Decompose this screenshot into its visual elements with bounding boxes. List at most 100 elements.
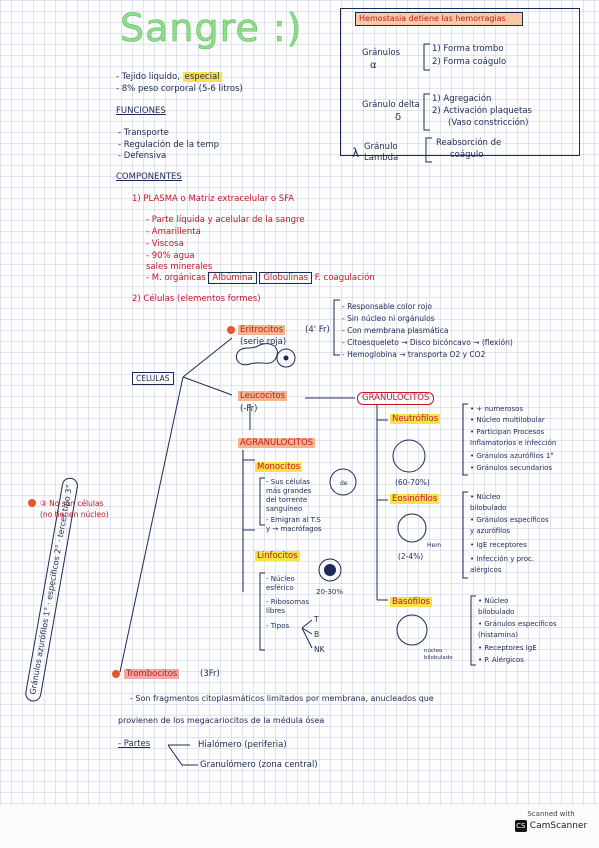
monocito-note: sanguíneo [266,505,303,513]
linfocito-tipo-t: T [314,615,319,624]
hemo-row-name: Gránulo delta [362,100,420,110]
plasma-item: sales minerales [146,262,213,272]
linfocito-note: - Núcleo [266,575,295,583]
camscanner-logo-icon: CS [514,820,527,832]
eritrocito-note: - Hemoglobina → transporta O2 y CO2 [342,350,486,359]
basofilo-note: • Receptores IgE [478,644,537,652]
eritrocitos-count: (4' Fr) [305,325,330,335]
eritrocito-note: - Sin núcleo ni orgánulos [342,314,435,323]
basofilo-note: • Núcleo [478,597,509,605]
linfocito-tipo-nk: NK [314,645,325,654]
hemo-row-greek: δ [395,112,402,123]
eritrocito-note: - Responsable color rojo [342,302,432,311]
monocito-note: - Sus células [266,478,310,486]
basofilo-note: (histamina) [478,631,519,639]
no-celulas-line-2: (no tienen núcleo) [40,510,109,519]
basofilo-note: • Gránulos específicos [478,620,557,628]
neutrofilo-note: • + numerosos [470,405,524,413]
eosinofilo-note: y azurófilos [470,527,511,535]
eosinofilos-label: Eosinófilos [390,494,440,504]
trombocitos-desc-2: provienen de los megacariocitos de la mé… [118,716,325,725]
neutrofilo-note: • Gránulos secundarios [470,464,553,472]
linfocito-note: libres [266,607,286,615]
eritrocitos-label: Eritrocitos [238,325,286,335]
hemo-row-item: 1) Forma trombo [432,44,504,54]
hemo-row-greek: α [370,60,377,71]
trombocitos-label: Trombocitos [124,669,180,679]
eritrocito-note: - Citoesqueleto → Disco bicóncavo → (fle… [342,338,513,347]
trombocitos-count: (3Fr) [200,669,220,679]
basofilo-note: • P. Alérgicos [478,656,524,664]
no-celulas-line-1: ③ No son células [40,499,104,508]
hemo-row-name: Gránulo Lambda [364,142,399,163]
celulas-heading: 2) Células (elementos formes) [132,294,261,304]
monocito-note: y → macrófagos [266,525,322,533]
hemo-row-item: 2) Forma coágulo [432,57,507,67]
connector-lines [28,43,476,766]
celulas-root-box: CELULAS [132,372,174,385]
plasma-heading: 1) PLASMA o Matriz extracelular o SFA [132,194,295,204]
plasma-item: - Amarillenta [146,227,201,237]
neutrofilo-note: • Gránulos azurófilos 1° [470,452,554,460]
hemostasia-box [340,8,580,156]
eosinofilo-note: • Infección y proc. [470,555,535,563]
neutrofilo-note: • Núcleo multilobular [470,416,545,424]
hemo-row-item: coágulo [450,150,484,160]
trombocitos-parte-hialomero: Hialómero (periferia) [198,740,287,750]
hemo-row-item: Reabsorción de [436,138,502,148]
eosinofilos-pct: (2-4%) [398,552,424,561]
funcion-item: - Transporte [118,128,169,138]
monocito-note: - Emigran al T.S [266,516,321,524]
trombocitos-parte-granulomero: Granulómero (zona central) [200,760,318,770]
neutrofilos-label: Neutrófilos [390,414,441,424]
eritrocito-note: - Con membrana plasmática [342,326,449,335]
plasma-item: - 90% agua [146,251,195,261]
eritrocitos-sub: (serie roja) [240,337,287,347]
hemostasia-title: Hemostasia detiene las hemorragias [355,12,523,26]
agranulocitos-label: AGRANULOCITOS [238,438,316,448]
hemo-row-item: (Vaso constricción) [448,118,529,128]
eosinofilo-note: • Gránulos específicos [470,516,549,524]
monocitos-label: Monocitos [255,462,303,472]
intro-line-1: - Tejido liquido, especial [116,72,222,82]
page-title: Sangre :) [120,6,303,51]
protein-coagulacion: F. coagulación [314,273,375,283]
eosinofilo-note: alérgicos [470,566,502,574]
hemo-row-item: 2) Activación plaquetas [432,106,532,116]
notebook-page: Sangre :) - Tejido liquido, especial - 8… [0,0,599,805]
scanner-watermark: Scanned with CS CamScanner [510,810,592,832]
hemo-row-greek: λ [352,146,360,160]
protein-albumina: Albúmina [208,272,257,284]
linfocito-note: esférico [266,584,294,592]
neutrofilos-pct: (60-70%) [395,478,430,487]
basofilo-note: bilobulado [478,608,515,616]
leucocitos-label: Leucocitos [238,391,288,401]
plasma-item-organicas: - M. orgánicas Albúmina Globulinas F. co… [146,272,375,284]
eosinofilo-note: • Núcleo [470,493,501,501]
linfocitos-label: Linfocitos [255,551,300,561]
funciones-heading: FUNCIONES [116,106,166,116]
hemo-row-item: 1) Agregación [432,94,492,104]
plasma-item: - Viscosa [146,239,184,249]
componentes-heading: COMPONENTES [116,172,182,182]
eosinofilo-note: • IgE receptores [470,541,527,549]
leucocitos-sub: (-Fr) [240,404,258,414]
scanner-brand-text: CamScanner [529,821,588,831]
hemo-row-name: Gránulos [362,48,401,58]
funcion-item: - Defensiva [118,151,167,161]
monocito-note: del torrente [266,496,308,504]
basofilos-side: núcleo bilobulado [424,648,453,661]
funcion-item: - Regulación de la temp [118,140,220,150]
linfocito-tipo-b: B [314,630,320,639]
basofilos-label: Basófilos [390,597,433,607]
scanner-brand: CS CamScanner [510,820,592,832]
intro-line-2: - 8% peso corporal (5-6 litros) [116,84,243,94]
protein-globulinas: Globulinas [259,272,313,284]
trombocitos-partes-label: - Partes [118,739,151,749]
linfocito-note: - Tipos [266,622,290,630]
linfocito-pct: 20-30% [316,588,343,596]
neutrofilo-note: Inflamatorios e infección [470,439,557,447]
linfocito-note: - Ribosomas [266,598,309,606]
monocito-cell-tag: de [340,480,348,487]
eosinofilo-note: bilobulado [470,504,507,512]
